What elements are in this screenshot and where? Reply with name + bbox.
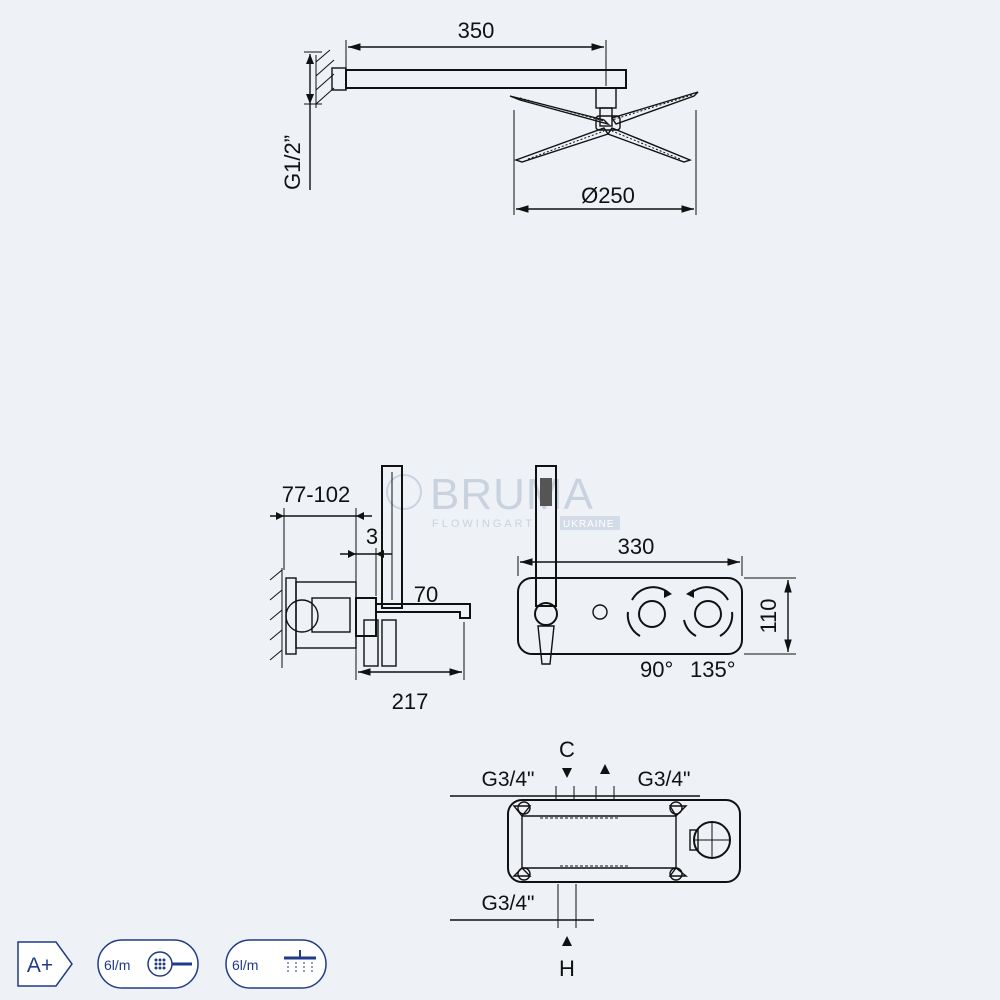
watermark-brand: BRUMA: [430, 470, 594, 519]
hand-shower: [381, 465, 403, 609]
length-label: 217: [392, 689, 429, 714]
temperature-knob: [694, 600, 722, 628]
body-frame: [521, 815, 677, 869]
front-view: 330 110 90° 135°: [517, 465, 796, 682]
body-view: C G3/4" G3/4" H G3/4": [450, 737, 741, 981]
spray-face: [540, 478, 552, 506]
watermark-region-bg: [560, 516, 620, 530]
body-outline: [507, 799, 741, 883]
diverter-button: [592, 604, 608, 620]
side-wall-hatch: [269, 568, 283, 668]
shower-arm: [345, 69, 627, 89]
cold-label: C: [559, 737, 575, 762]
diameter-label: Ø250: [581, 183, 635, 208]
thread-label: G1/2”: [280, 135, 305, 190]
angle-flow-label: 90°: [640, 657, 673, 682]
shower-head-view: 350 G1/2” Ø250: [280, 18, 699, 215]
cold-inlet-arrow-icon: [562, 768, 572, 778]
watermark-logo-icon: [386, 474, 422, 510]
front-hand-shower: [535, 465, 557, 607]
flow-knob: [638, 600, 666, 628]
thread-bottom-label: G3/4": [482, 892, 535, 915]
thread-right-label: G3/4": [638, 768, 691, 791]
gap-label: 3: [366, 524, 378, 549]
valve-box: [311, 597, 351, 633]
holder: [381, 619, 397, 667]
embedded-frame: [285, 577, 297, 655]
valve-ring: [285, 599, 319, 633]
spout: [375, 603, 471, 619]
hand-shower-icon: [147, 951, 192, 977]
front-cover-plate: [517, 577, 743, 655]
arm-elbow: [595, 87, 617, 109]
rain-head: [509, 91, 699, 163]
hot-inlet-arrow-icon: [562, 936, 572, 946]
badges: A+ 6l/m 6l/m: [17, 939, 327, 989]
head-connector: [599, 107, 613, 127]
wall-flange: [331, 67, 347, 91]
angle-temp-label: 135°: [690, 657, 736, 682]
head-flow-label: 6l/m: [232, 957, 258, 973]
depth-label: 77-102: [282, 482, 351, 507]
watermark-tagline: FLOWINGART: [432, 518, 535, 530]
width-label: 330: [618, 534, 655, 559]
embedded-body: [295, 581, 357, 649]
side-view: 77-102 3 70 217: [269, 465, 471, 714]
energy-class-label: A+: [27, 954, 53, 977]
holder-knob: [534, 602, 558, 626]
temp-arc-icon: [689, 586, 729, 601]
rain-shower-icon: [284, 950, 316, 972]
head-flow-badge: 6l/m: [225, 939, 327, 989]
height-label: 110: [756, 598, 781, 633]
hand-flow-badge: 6l/m: [97, 939, 199, 989]
hose-outlet: [363, 619, 379, 667]
wall-hatch: [315, 49, 335, 108]
arm-length-label: 350: [458, 18, 495, 43]
hose-connector: [537, 625, 555, 665]
outlet-arrow-icon: [600, 764, 610, 774]
watermark-region: UKRAINE: [563, 519, 614, 530]
spout-label: 70: [414, 582, 438, 607]
watermark: BRUMA FLOWINGART UKRAINE: [386, 470, 620, 530]
cover-plate: [355, 597, 377, 637]
thread-left-label: G3/4": [482, 768, 535, 791]
hot-label: H: [559, 956, 575, 981]
hand-flow-label: 6l/m: [104, 957, 130, 973]
energy-badge: A+: [17, 941, 73, 987]
